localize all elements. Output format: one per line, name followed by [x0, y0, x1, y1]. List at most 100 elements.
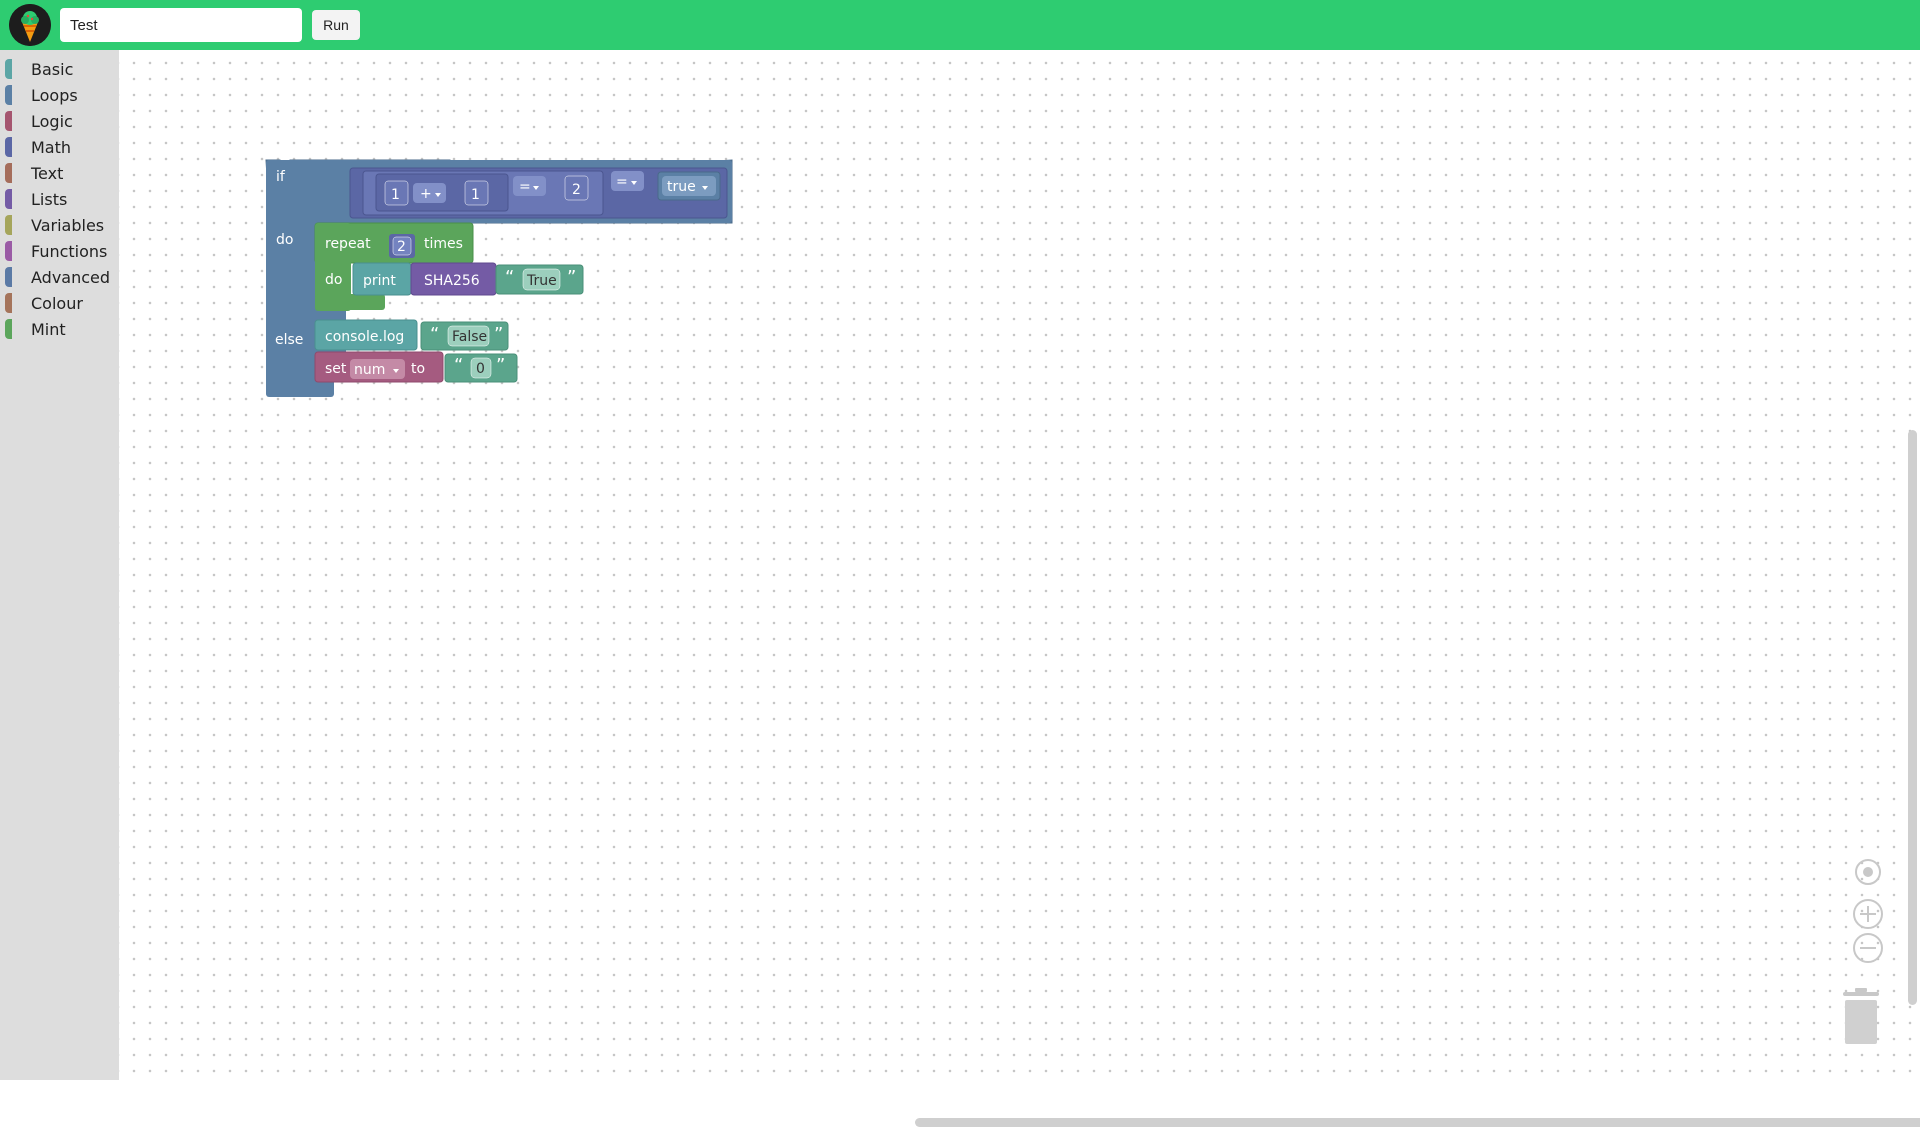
category-color-swatch [5, 111, 12, 131]
compare-inner-dropdown[interactable] [513, 176, 546, 196]
category-color-swatch [5, 319, 12, 339]
horizontal-scrollbar[interactable] [915, 1118, 1920, 1127]
category-color-swatch [5, 163, 12, 183]
toolbox-category-variables[interactable]: Variables [0, 212, 119, 238]
chevron-down-icon [631, 181, 637, 185]
close-quote: ” [494, 324, 503, 345]
category-color-swatch [5, 267, 12, 287]
category-label: Math [31, 138, 72, 157]
category-color-swatch [5, 59, 12, 79]
text-zero-value: 0 [476, 361, 485, 377]
toolbox-category-math[interactable]: Math [0, 134, 119, 160]
open-quote: “ [505, 267, 514, 288]
text-true-value: True [526, 273, 557, 289]
repeat-label: repeat [325, 236, 371, 252]
console-log-block[interactable]: console.log “ False ” [314, 319, 509, 351]
category-label: Colour [31, 294, 83, 313]
if-label: if [276, 169, 286, 185]
run-button[interactable]: Run [312, 10, 360, 40]
category-label: Logic [31, 112, 73, 131]
toolbox-category-text[interactable]: Text [0, 160, 119, 186]
toolbox-category-lists[interactable]: Lists [0, 186, 119, 212]
category-color-swatch [5, 215, 12, 235]
text-zero-input[interactable] [470, 357, 492, 379]
set-variable-block[interactable]: set num to “ 0 ” [314, 351, 518, 383]
chevron-down-icon [435, 193, 441, 197]
variable-dropdown[interactable] [350, 359, 405, 379]
toolbox-category-functions[interactable]: Functions [0, 238, 119, 264]
toolbox-category-loops[interactable]: Loops [0, 82, 119, 108]
category-color-swatch [5, 241, 12, 261]
close-quote: ” [567, 267, 576, 288]
project-name-input[interactable] [60, 8, 302, 42]
sha256-label: SHA256 [424, 273, 480, 289]
category-color-swatch [5, 189, 12, 209]
compare-outer-dropdown[interactable] [611, 171, 644, 191]
number-input-a[interactable] [384, 180, 409, 206]
trash-button[interactable] [1843, 988, 1879, 1044]
print-block[interactable]: print SHA256 “ True ” [352, 262, 584, 296]
print-label: print [363, 273, 396, 289]
text-true-input[interactable] [522, 268, 561, 291]
toolbox-category-mint[interactable]: Mint [0, 316, 119, 342]
math-operator-value: + [420, 186, 432, 202]
mint-logo-icon [9, 4, 51, 46]
compare-outer-block[interactable]: 1 + 1 = 2 = true [349, 167, 728, 219]
math-operator-dropdown[interactable] [413, 183, 446, 203]
to-label: to [411, 361, 425, 377]
repeat-block[interactable]: repeat 2 times do [314, 222, 474, 311]
toolbox-category-basic[interactable]: Basic [0, 56, 119, 82]
category-label: Loops [31, 86, 78, 105]
toolbox-category-colour[interactable]: Colour [0, 290, 119, 316]
compare-inner-block[interactable]: 1 + 1 = 2 [362, 170, 604, 216]
category-label: Variables [31, 216, 105, 235]
minus-icon [1853, 933, 1883, 963]
top-bar: Run [0, 0, 1920, 50]
else-label: else [275, 332, 303, 348]
console-log-label: console.log [325, 329, 404, 345]
compare-inner-value: = [519, 179, 531, 195]
number-input-c[interactable] [564, 175, 589, 201]
number-a-value: 1 [391, 187, 400, 203]
open-quote: “ [454, 355, 463, 376]
chevron-down-icon [393, 369, 399, 373]
category-label: Functions [31, 242, 108, 261]
zoom-in-button[interactable] [1853, 899, 1883, 929]
block-canvas: if do else 1 + 1 [265, 159, 1883, 1044]
category-color-swatch [5, 85, 12, 105]
category-label: Lists [31, 190, 68, 209]
open-quote: “ [430, 324, 439, 345]
zoom-out-button[interactable] [1853, 933, 1883, 963]
set-label: set [325, 361, 347, 377]
category-label: Basic [31, 60, 74, 79]
number-b-value: 1 [471, 187, 480, 203]
repeat-do-label: do [325, 272, 342, 288]
category-color-swatch [5, 137, 12, 157]
trash-icon [1843, 988, 1879, 1044]
target-icon [1855, 859, 1881, 885]
times-label: times [424, 236, 463, 252]
number-c-value: 2 [572, 182, 581, 198]
math-arithmetic-block[interactable]: 1 + 1 [375, 173, 509, 212]
vertical-scrollbar[interactable] [1908, 430, 1917, 1005]
number-input-b[interactable] [464, 180, 489, 206]
toolbox-category-advanced[interactable]: Advanced [0, 264, 119, 290]
blockly-workspace[interactable]: if do else 1 + 1 [119, 50, 1920, 1127]
variable-name: num [354, 362, 385, 378]
chevron-down-icon [702, 186, 708, 190]
toolbox-category-logic[interactable]: Logic [0, 108, 119, 134]
close-quote: ” [496, 355, 505, 376]
repeat-count-value: 2 [397, 239, 406, 255]
repeat-count-input[interactable] [392, 236, 412, 256]
chevron-down-icon [533, 186, 539, 190]
boolean-dropdown[interactable] [662, 176, 716, 196]
category-color-swatch [5, 293, 12, 313]
plus-icon [1853, 899, 1883, 929]
category-label: Mint [31, 320, 66, 339]
recenter-button[interactable] [1855, 859, 1881, 885]
do-label: do [276, 232, 293, 248]
text-false-value: False [452, 329, 487, 345]
compare-outer-value: = [616, 174, 628, 190]
text-false-input[interactable] [447, 325, 490, 347]
